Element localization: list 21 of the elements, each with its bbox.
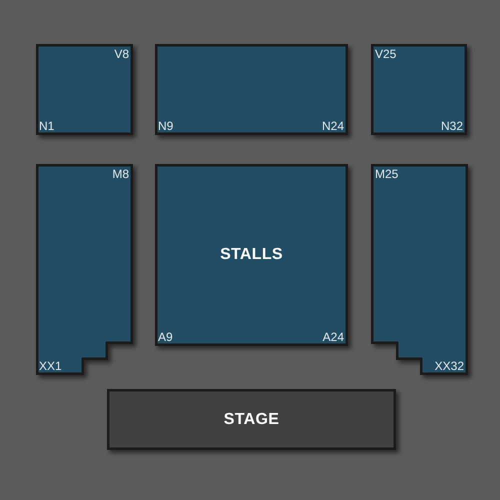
- row-label: A9: [158, 331, 173, 343]
- row-label: A24: [322, 331, 344, 343]
- row-label: N9: [158, 120, 174, 132]
- seating-block: [155, 164, 348, 346]
- stage-label: STAGE: [224, 412, 280, 428]
- row-label: N1: [39, 120, 54, 132]
- row-label: V25: [375, 48, 396, 60]
- section-label: STALLS: [220, 247, 283, 263]
- row-label: V8: [114, 48, 129, 60]
- seating-block: [371, 44, 467, 135]
- seating-block: [36, 164, 133, 375]
- row-label: N32: [440, 120, 463, 132]
- seating-block: [36, 44, 133, 135]
- row-label: XX32: [434, 360, 464, 372]
- seating-block: [155, 44, 348, 135]
- row-label: M25: [375, 168, 398, 180]
- seating-block: [371, 164, 468, 375]
- row-label: XX1: [39, 360, 62, 372]
- stage-block: [107, 389, 396, 450]
- row-label: N24: [322, 120, 344, 132]
- row-label: M8: [112, 168, 129, 180]
